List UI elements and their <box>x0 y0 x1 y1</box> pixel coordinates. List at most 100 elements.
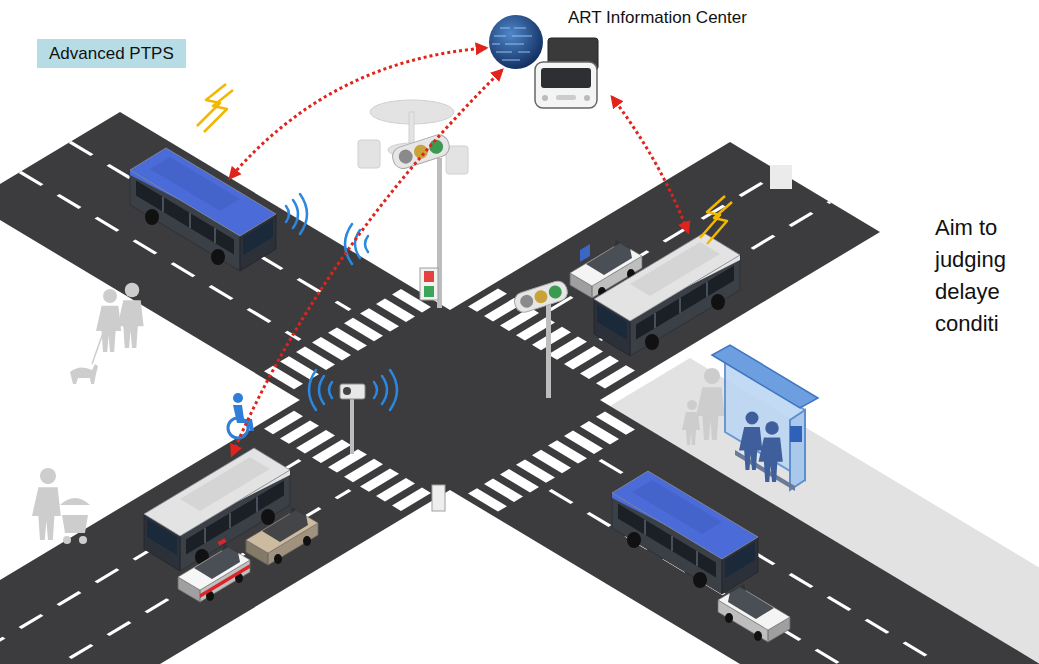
lightning-bolt <box>197 84 732 244</box>
traffic-signal <box>512 279 570 315</box>
information-center-icon <box>492 28 532 60</box>
communication-link <box>230 48 688 455</box>
information-center-icon <box>496 51 512 53</box>
roadside-camera <box>340 384 365 454</box>
lane-marking <box>70 142 350 310</box>
information-center-icon <box>556 95 576 100</box>
information-center-icon <box>512 35 532 37</box>
bus-shelter <box>739 412 783 483</box>
crosswalk <box>246 278 654 523</box>
traffic-signal <box>518 293 534 309</box>
information-center-icon <box>518 51 530 53</box>
cafe-table <box>358 100 468 174</box>
crosswalk <box>279 296 419 380</box>
information-center-icon <box>492 43 500 45</box>
traffic-signal <box>547 284 563 300</box>
information-center-icon <box>542 95 548 101</box>
pedestrian <box>60 498 90 533</box>
bus-shelter <box>712 345 818 408</box>
node-text: ART Information Center <box>568 7 747 28</box>
vehicle <box>718 584 790 642</box>
info-center-node: ART Information Center <box>568 7 747 28</box>
traffic-signal <box>424 286 434 297</box>
lane-marking <box>600 460 1039 664</box>
pedestrian <box>32 468 61 540</box>
wireless-signal <box>374 382 377 398</box>
pedestrian <box>696 368 725 440</box>
wheelchair-user <box>228 393 254 438</box>
vehicle <box>594 233 740 356</box>
communication-link <box>230 48 486 178</box>
crosswalk <box>279 420 419 504</box>
wheelchair-user <box>228 418 248 438</box>
cafe-table <box>358 140 380 168</box>
wireless-signal <box>300 194 307 234</box>
vehicle <box>144 448 290 571</box>
roadside-camera <box>350 398 354 454</box>
vehicle <box>130 148 790 642</box>
ambulance-stripe <box>200 564 250 598</box>
pedestrian <box>118 283 144 348</box>
information-center-icon <box>502 59 520 61</box>
lightning-bolt <box>707 202 732 244</box>
pedestrian <box>63 536 71 544</box>
route-sign <box>790 426 802 442</box>
wireless-signal <box>329 382 332 398</box>
vehicle <box>612 471 758 594</box>
truck-cab <box>580 244 590 262</box>
roadside-camera <box>343 387 351 395</box>
information-center-icon <box>494 35 506 37</box>
roadside-camera <box>340 384 365 399</box>
traffic-signal <box>546 300 551 398</box>
lightning-bolt <box>700 196 725 238</box>
system-label-box: Advanced PTPS <box>37 39 186 68</box>
wireless-signal <box>309 370 316 410</box>
pedestrian <box>92 330 104 364</box>
vehicle <box>218 538 227 545</box>
information-center-icon <box>514 27 526 29</box>
information-center-icon <box>505 43 524 45</box>
wireless-signal <box>382 376 387 404</box>
information-center-icon <box>489 15 598 108</box>
information-center-icon <box>541 68 591 88</box>
node-text: Advanced PTPS <box>49 43 174 64</box>
wireless-signal <box>293 200 298 228</box>
wireless-signal <box>365 236 368 252</box>
crosswalk <box>483 419 623 503</box>
lightning-bolt <box>204 90 233 132</box>
road <box>0 142 880 664</box>
information-center-icon <box>535 62 597 108</box>
bus-shelter <box>790 410 805 490</box>
information-center-icon <box>489 15 543 69</box>
pedestrian <box>682 400 700 445</box>
pedestrian <box>70 364 98 384</box>
traffic-signal <box>390 132 452 171</box>
traffic-signal <box>424 271 434 282</box>
vehicle <box>178 544 250 602</box>
traffic-signal <box>512 279 570 315</box>
traffic-signal <box>390 132 570 511</box>
lightning-bolt <box>197 84 226 126</box>
traffic-signal <box>432 485 445 511</box>
traffic-signal <box>397 148 415 166</box>
vehicle <box>130 148 276 271</box>
communication-link <box>232 70 502 455</box>
cafe-table <box>446 146 468 174</box>
wireless-signal <box>286 206 289 222</box>
wireless-signal <box>319 376 324 404</box>
background-block <box>770 165 792 189</box>
traffic-signal <box>390 132 452 171</box>
wireless-signal <box>286 194 397 410</box>
wireless-signal <box>390 370 397 410</box>
side-note: Aim to judging delaye conditi <box>935 212 1033 340</box>
traffic-signal <box>533 289 549 305</box>
pedestrian <box>79 536 87 544</box>
information-center-icon <box>500 27 510 29</box>
bus-shelter <box>759 421 783 482</box>
information-center-icon <box>584 95 590 101</box>
traffic-signal <box>420 268 438 300</box>
